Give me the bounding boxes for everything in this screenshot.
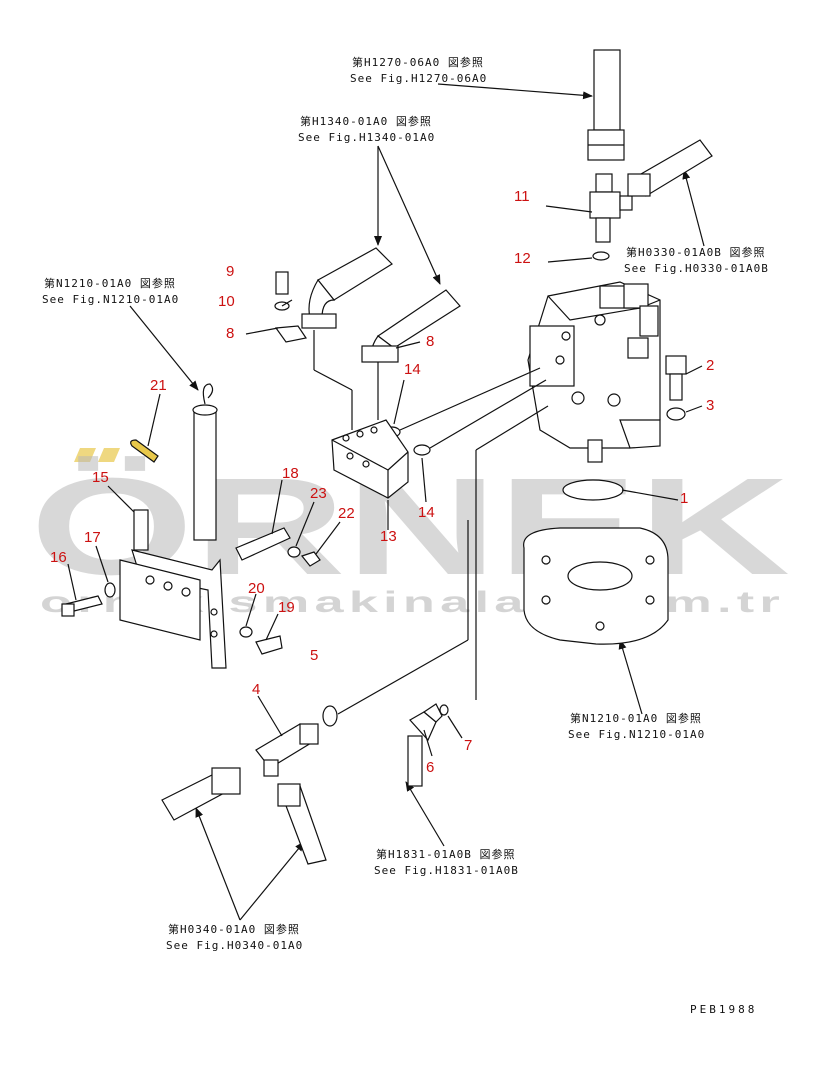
ref-h1270-en: See Fig.H1270-06A0	[350, 72, 487, 85]
bolt-2	[665, 355, 687, 401]
callout-9: 9	[226, 263, 234, 280]
callout-17: 17	[84, 529, 101, 546]
callout-6: 6	[426, 759, 434, 776]
callout-19: 19	[278, 599, 295, 616]
callout-14-a: 14	[404, 361, 421, 378]
o-ring-5	[322, 705, 338, 727]
callout-14-b: 14	[418, 504, 435, 521]
clamp-8-right	[361, 289, 461, 363]
tee-fitting-4	[255, 723, 319, 777]
callout-3: 3	[706, 397, 714, 414]
callout-5: 5	[310, 647, 318, 664]
ref-n1210b-jp: 第N1210-01A0 図参照	[570, 711, 702, 725]
figure-code: PEB1988	[690, 1003, 757, 1016]
elbow-fitting-6	[407, 703, 443, 787]
ref-h0330-en: See Fig.H0330-01A0B	[624, 262, 769, 275]
flange-housing	[523, 527, 669, 645]
washer-20	[239, 626, 253, 638]
ref-h1831-en: See Fig.H1831-01A0B	[374, 864, 519, 877]
ref-h0340-jp: 第H0340-01A0 図参照	[168, 922, 300, 936]
o-ring-1	[562, 479, 624, 501]
washer-23	[287, 546, 301, 558]
rod-assembly	[130, 383, 218, 541]
manifold-block-13	[331, 419, 409, 499]
leader-h1270	[437, 83, 593, 100]
ref-h0330-jp: 第H0330-01A0B 図参照	[626, 245, 765, 259]
bolt-19	[255, 635, 283, 655]
callout-4: 4	[252, 681, 260, 698]
nut-22	[300, 551, 321, 567]
ref-h1340-en: See Fig.H1340-01A0	[298, 131, 435, 144]
leader-n1210a	[129, 305, 199, 391]
leader-h0340-a	[195, 807, 241, 921]
ref-h1340-jp: 第H1340-01A0 図参照	[300, 114, 432, 128]
parts	[61, 49, 713, 865]
ref-h1270-jp: 第H1270-06A0 図参照	[352, 55, 484, 69]
ref-h0340-en: See Fig.H0340-01A0	[166, 939, 303, 952]
ref-n1210b-en: See Fig.N1210-01A0	[568, 728, 705, 741]
bracket-plate	[119, 509, 227, 669]
lower-hose	[277, 783, 327, 865]
callout-11: 11	[514, 188, 530, 205]
reference-leaders	[129, 83, 705, 921]
right-hose	[627, 139, 713, 197]
callout-15: 15	[92, 469, 109, 486]
seal-7	[439, 704, 449, 716]
callout-16: 16	[50, 549, 67, 566]
callout-21: 21	[150, 377, 167, 394]
bolt-16	[61, 595, 103, 617]
lower-left-hose	[161, 767, 241, 821]
callout-23: 23	[310, 485, 327, 502]
callout-18: 18	[282, 465, 299, 482]
callout-22: 22	[338, 505, 355, 522]
leader-h0330	[682, 169, 705, 247]
leader-h1340-b	[377, 145, 441, 285]
link-18	[235, 527, 291, 561]
tee-fitting-11	[589, 173, 633, 243]
callout-leaders	[67, 205, 703, 757]
leader-h0340-b	[239, 841, 305, 921]
callout-2: 2	[706, 357, 714, 374]
washer-17	[104, 582, 116, 598]
seal-12	[592, 251, 610, 261]
ref-h1831-jp: 第H1831-01A0B 図参照	[376, 847, 515, 861]
clamp-8-left	[274, 247, 393, 343]
watermark-accent-1	[74, 448, 96, 462]
valve-body	[527, 281, 661, 463]
callout-8-left: 8	[226, 325, 234, 342]
leader-h1831	[405, 781, 445, 847]
callout-1: 1	[680, 490, 688, 507]
callout-numbers: 1 2 3 4 5 6 7 8 8 9 10 11 12 13 14 14 15…	[50, 188, 714, 776]
callout-13: 13	[380, 528, 397, 545]
top-hose	[587, 49, 625, 161]
ref-n1210a-jp: 第N1210-01A0 図参照	[44, 276, 176, 290]
washer-3	[666, 407, 686, 421]
watermark-accent-2	[98, 448, 120, 462]
callout-7: 7	[464, 737, 472, 754]
callout-20: 20	[248, 580, 265, 597]
ref-n1210a-en: See Fig.N1210-01A0	[42, 293, 179, 306]
seal-14-b	[413, 444, 431, 456]
callout-8-right: 8	[426, 333, 434, 350]
reference-labels: 第H1270-06A0 図参照 See Fig.H1270-06A0 第H134…	[42, 55, 769, 1016]
callout-10: 10	[218, 293, 235, 310]
leader-n1210b	[618, 639, 643, 715]
callout-12: 12	[514, 250, 531, 267]
